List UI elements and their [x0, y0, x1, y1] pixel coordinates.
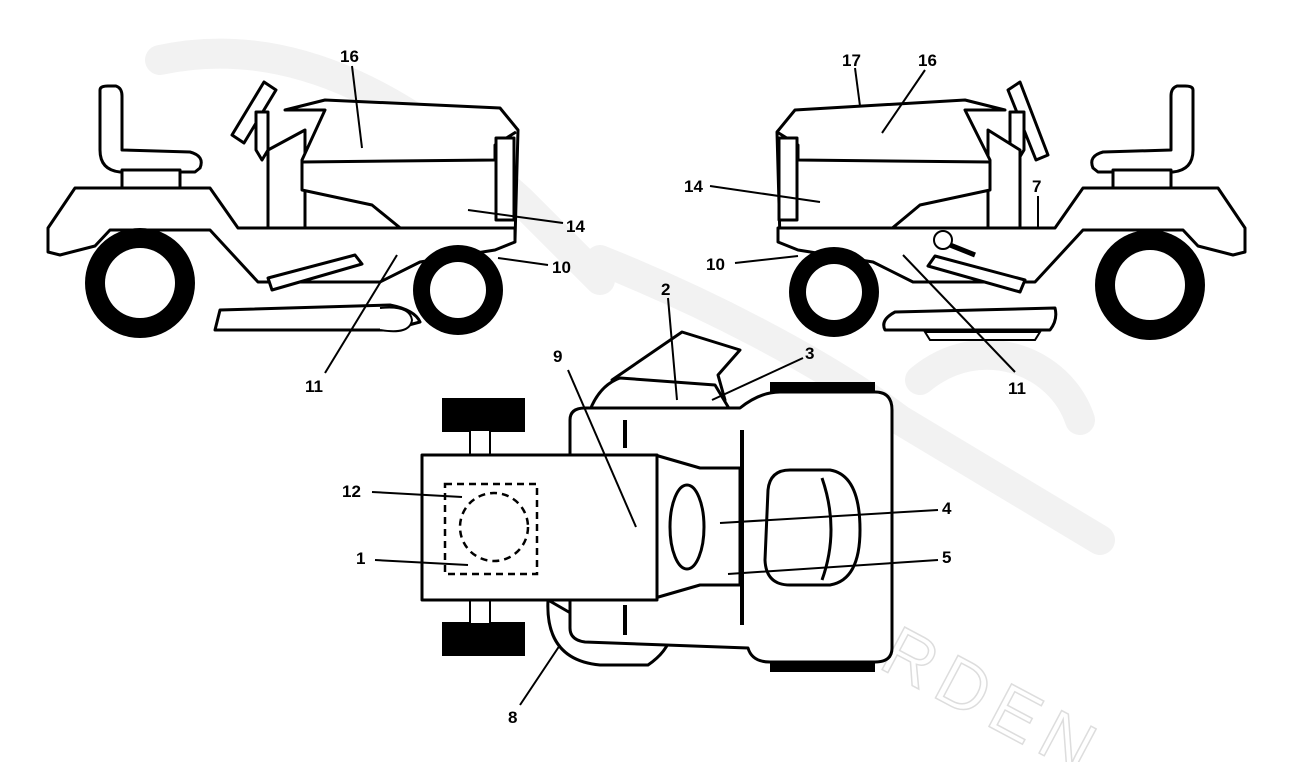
callout-top-4: 4: [942, 499, 952, 518]
callout-left-10: 10: [552, 258, 571, 277]
right-side-view: 17 16 14 7 10 11: [684, 51, 1247, 398]
callout-top-2: 2: [661, 280, 670, 299]
top-view: 2 3 9 12 1 4 5 8: [342, 280, 952, 727]
steering-column: [254, 110, 270, 162]
hood-top: [420, 453, 659, 602]
seat-top: [763, 468, 862, 587]
callout-right-14: 14: [684, 177, 703, 196]
callout-left-11: 11: [305, 377, 323, 396]
callout-top-9: 9: [553, 347, 562, 366]
seat: [1090, 84, 1195, 174]
rear-fender: [46, 186, 517, 284]
grille: [777, 136, 799, 222]
seat-base: [120, 168, 182, 190]
seat-base: [1111, 168, 1173, 190]
pedal-lever: [926, 254, 1027, 294]
callout-right-17: 17: [842, 51, 861, 70]
steering-hub: [668, 483, 706, 571]
callout-left-16: 16: [340, 47, 359, 66]
steering-wheel: [230, 80, 278, 145]
callout-top-5: 5: [942, 548, 951, 567]
front-left-tire: [442, 398, 525, 432]
callout-top-1: 1: [356, 549, 365, 568]
callout-right-10: 10: [706, 255, 725, 274]
pedal-lever: [266, 253, 364, 292]
rear-fender: [776, 186, 1247, 284]
engine-outline: [443, 482, 539, 576]
callout-right-7: 7: [1032, 177, 1041, 196]
callout-top-3: 3: [805, 344, 814, 363]
left-side-view: 16 14 10 11: [46, 47, 585, 396]
steering-wheel: [1006, 80, 1050, 162]
seat: [98, 84, 203, 174]
callout-top-8: 8: [508, 708, 517, 727]
front-right-tire: [442, 622, 525, 656]
callout-top-12: 12: [342, 482, 361, 501]
callout-right-16: 16: [918, 51, 937, 70]
dash-panel: [266, 128, 307, 230]
hood: [283, 98, 520, 242]
callout-right-11: 11: [1008, 379, 1026, 398]
grille: [494, 136, 516, 222]
callout-left-14: 14: [566, 217, 585, 236]
lever-knob: [933, 230, 953, 250]
mower-deck: [882, 306, 1058, 332]
